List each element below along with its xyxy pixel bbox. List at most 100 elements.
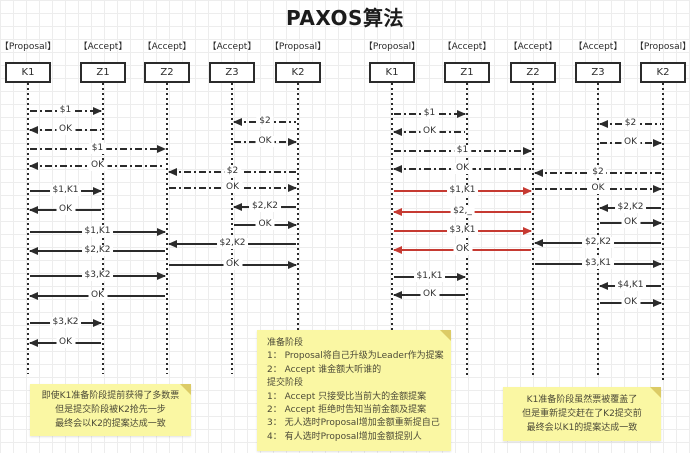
message-label: $3,K1 <box>582 258 614 269</box>
arrowhead-icon <box>93 187 102 195</box>
actor-role-label: 【Accept】 <box>442 42 492 52</box>
actor-lifeline <box>166 83 168 374</box>
message-arrow: $1,K1 <box>30 185 102 196</box>
message-label: OK <box>56 124 75 135</box>
message-arrow: OK <box>393 163 531 174</box>
actor-role-label: 【Accept】 <box>207 42 257 52</box>
note-text-line: 2： Accept 拒绝时告知当前金额及提案 <box>267 405 427 416</box>
message-arrow: $2,K2 <box>534 237 661 248</box>
message-arrow: OK <box>29 337 101 348</box>
message-arrow: OK <box>393 244 531 255</box>
arrowhead-icon <box>523 227 532 235</box>
message-label: $1 <box>453 145 472 156</box>
message-label: $1,K1 <box>446 185 479 196</box>
message-arrow: OK <box>600 217 662 228</box>
arrowhead-icon <box>653 260 662 268</box>
actor-role-label: 【Accept】 <box>573 42 623 52</box>
message-label: OK <box>223 259 242 270</box>
message-label: OK <box>420 126 439 137</box>
message-arrow: OK <box>234 136 297 147</box>
actor-lifeline <box>662 83 664 380</box>
arrowhead-icon <box>653 219 662 227</box>
message-label: OK <box>453 244 472 255</box>
arrowhead-icon <box>29 162 38 170</box>
arrowhead-icon <box>393 291 402 299</box>
message-arrow: $2,K2 <box>599 202 661 213</box>
message-label: $2 <box>256 116 274 127</box>
message-label: OK <box>223 182 242 193</box>
arrowhead-icon <box>288 138 297 146</box>
message-label: $2 <box>621 118 640 129</box>
actor-box: Z3 <box>575 62 621 83</box>
actor-box: Z1 <box>80 62 126 83</box>
message-arrow: OK <box>29 124 101 135</box>
arrowhead-icon <box>157 228 166 236</box>
message-arrow: $2 <box>168 166 296 177</box>
message-arrow: $3,K1 <box>535 258 662 269</box>
message-label: OK <box>56 204 75 215</box>
note-text-line: 1： Proposal将自己升级为Leader作为提案 <box>267 351 444 362</box>
actor-box: K1 <box>5 62 51 83</box>
message-label: $3,K2 <box>49 317 82 328</box>
arrowhead-icon <box>288 261 297 269</box>
message-arrow: $1,K1 <box>394 271 466 282</box>
message-arrow: $2,K2 <box>233 201 296 212</box>
message-arrow: $2 <box>599 118 661 129</box>
actor-box: Z2 <box>144 62 190 83</box>
page-title: PAXOS算法 <box>286 6 404 30</box>
note-text-line: 1： Accept 只接受比当前大的金额提案 <box>267 391 427 402</box>
message-arrow: $2 <box>233 116 296 127</box>
actor-lifeline <box>231 83 233 374</box>
message-label: OK <box>621 297 640 308</box>
arrowhead-icon <box>29 206 38 214</box>
message-label: $1,K1 <box>413 271 446 282</box>
message-arrow: $2 <box>534 167 661 178</box>
message-arrow: $3,K2 <box>30 317 102 328</box>
actor-role-label: 【Proposal】 <box>634 42 690 52</box>
message-label: $2,K2 <box>614 202 647 213</box>
arrowhead-icon <box>393 165 402 173</box>
arrowhead-icon <box>599 204 608 212</box>
message-label: $3,K1 <box>446 225 479 236</box>
note-fold-corner-icon <box>440 330 451 341</box>
actor-lifeline <box>532 83 534 378</box>
message-label: OK <box>420 289 439 300</box>
arrowhead-icon <box>653 299 662 307</box>
message-arrow: $1 <box>394 108 466 119</box>
arrowhead-icon <box>93 319 102 327</box>
message-label: $1,K1 <box>49 185 82 196</box>
actor-box: K2 <box>640 62 686 83</box>
actor-role-label: 【Proposal】 <box>0 42 57 52</box>
actor-role-label: 【Accept】 <box>508 42 558 52</box>
arrowhead-icon <box>457 273 466 281</box>
arrowhead-icon <box>288 184 297 192</box>
actor-role-label: 【Accept】 <box>78 42 128 52</box>
actor-box: Z1 <box>444 62 490 83</box>
sticky-note-left-conclusion: 即使K1准备阶段提前获得了多数票但是提交阶段被K2抢先一步最终会以K2的提案达成… <box>30 384 191 436</box>
message-label: $1 <box>420 108 439 119</box>
message-label: $2 <box>223 166 242 177</box>
arrowhead-icon <box>393 128 402 136</box>
message-label: $2,K2 <box>582 237 614 248</box>
note-text-line: 提交阶段 <box>267 378 304 389</box>
arrowhead-icon <box>157 272 166 280</box>
arrowhead-icon <box>599 282 608 290</box>
message-label: $1,K1 <box>81 226 114 237</box>
arrowhead-icon <box>288 221 297 229</box>
actor-box: Z3 <box>209 62 255 83</box>
note-text-line: 2： Accept 谁金额大听谁的 <box>267 364 382 375</box>
arrowhead-icon <box>168 240 177 248</box>
arrowhead-icon <box>457 110 466 118</box>
message-arrow: OK <box>29 290 165 301</box>
message-label: $1 <box>56 105 75 116</box>
arrowhead-icon <box>393 208 402 216</box>
message-arrow: OK <box>393 289 465 300</box>
note-text-line: 但是提交阶段被K2抢先一步 <box>55 405 166 415</box>
message-arrow: $1,K1 <box>30 226 166 237</box>
note-text-line: 最终会以K1的提案达成一致 <box>526 423 638 433</box>
message-label: OK <box>453 163 472 174</box>
arrowhead-icon <box>393 246 402 254</box>
message-arrow: $1 <box>30 143 166 154</box>
message-label: OK <box>255 136 275 147</box>
